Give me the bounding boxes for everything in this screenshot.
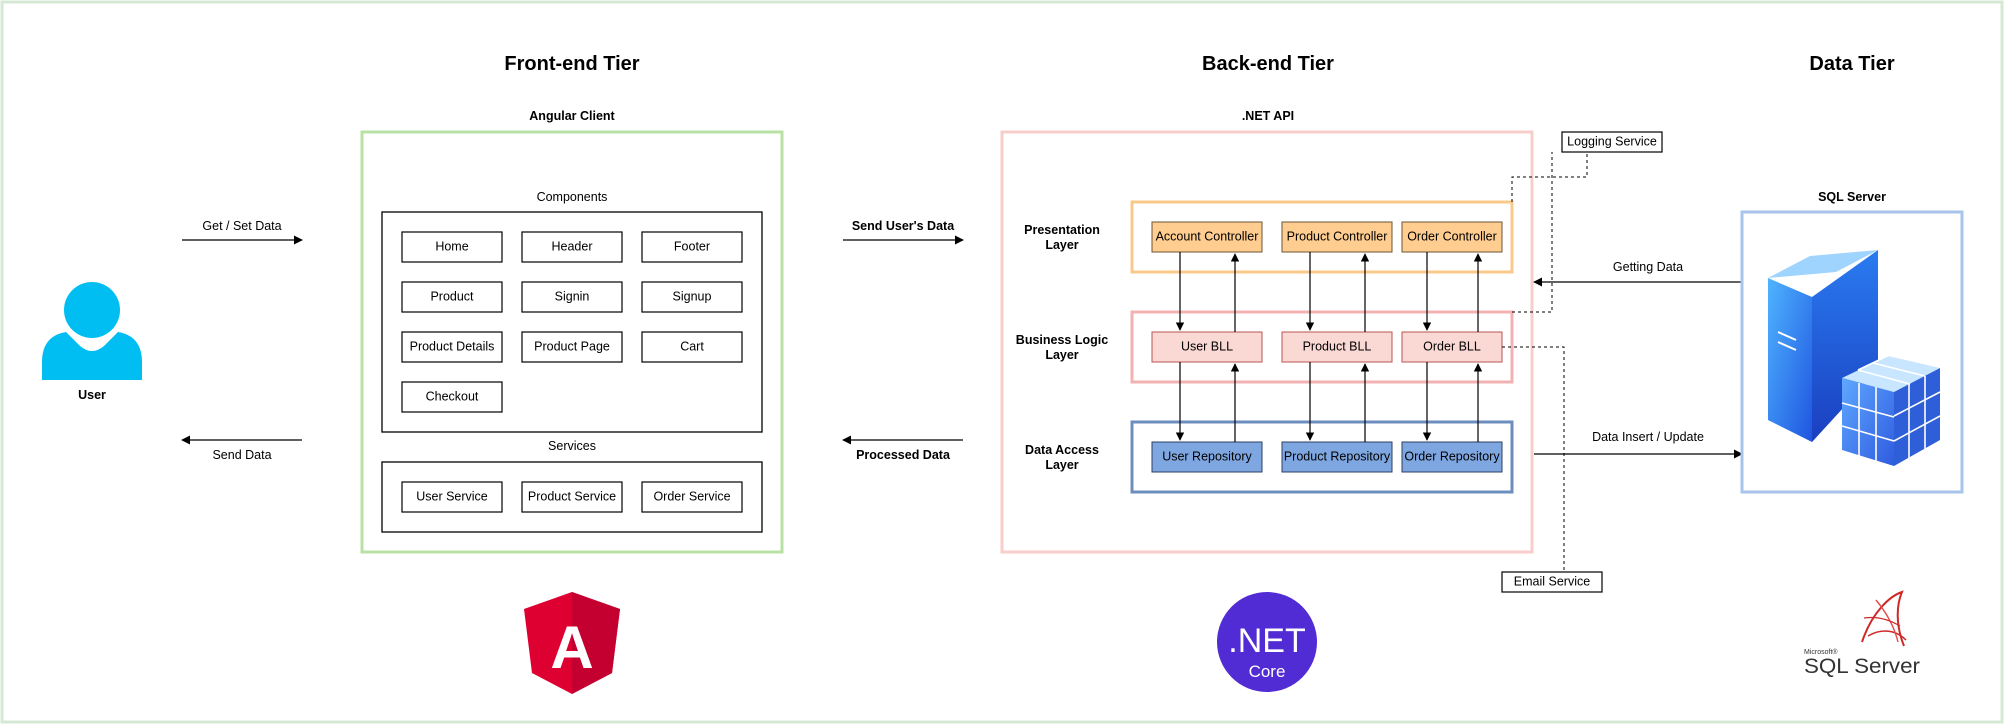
component-signin[interactable]: Signin [521,281,623,313]
presentation-layer-box [1130,200,1514,274]
user-bll[interactable]: User BLL [1151,331,1263,363]
product-repository[interactable]: Product Repository [1281,441,1393,473]
logging-connector [1511,152,1588,313]
components-box [381,211,763,433]
database-server-icon [1768,250,1941,466]
svg-text:Order Service: Order Service [653,489,730,503]
data-tier-title: Data Tier [1809,53,1894,75]
sql-server-logo: Microsoft® SQL Server [1804,590,1920,678]
svg-text:.NET: .NET [1228,622,1305,660]
business-layer-box [1130,310,1514,384]
get-set-data-label: Get / Set Data [202,219,281,233]
svg-text:Signin: Signin [555,289,590,303]
service-user[interactable]: User Service [401,481,503,513]
svg-text:User Repository: User Repository [1162,449,1252,463]
svg-text:Footer: Footer [674,239,710,253]
svg-text:SQL Server: SQL Server [1804,655,1920,678]
svg-text:A: A [550,614,593,681]
sql-server-box [1740,210,1964,494]
service-product[interactable]: Product Service [521,481,623,513]
component-cart[interactable]: Cart [641,331,743,363]
user-icon [42,282,142,380]
sql-server-title: SQL Server [1818,190,1886,204]
svg-text:Microsoft®: Microsoft® [1804,648,1838,656]
svg-text:Checkout: Checkout [426,389,479,403]
svg-text:Product BLL: Product BLL [1303,339,1372,353]
svg-text:Product Page: Product Page [534,339,610,353]
svg-text:Home: Home [435,239,468,253]
component-home[interactable]: Home [401,231,503,263]
svg-text:Signup: Signup [673,289,712,303]
component-signup[interactable]: Signup [641,281,743,313]
order-bll[interactable]: Order BLL [1401,331,1503,363]
backend-tier-title: Back-end Tier [1202,53,1334,75]
services-title: Services [548,439,596,453]
order-repository[interactable]: Order Repository [1401,441,1503,473]
svg-text:Order BLL: Order BLL [1423,339,1481,353]
processed-data-label: Processed Data [856,448,951,462]
email-service[interactable]: Email Service [1501,571,1603,593]
svg-text:User BLL: User BLL [1181,339,1233,353]
svg-text:Order Controller: Order Controller [1407,229,1497,243]
net-core-logo: .NET Core [1217,592,1317,692]
svg-text:Cart: Cart [680,339,704,353]
svg-text:Header: Header [552,239,593,253]
net-api-title: .NET API [1242,109,1294,123]
getting-data-label: Getting Data [1613,260,1683,274]
svg-text:User Service: User Service [416,489,488,503]
svg-text:Core: Core [1249,662,1286,681]
svg-text:Email Service: Email Service [1514,574,1590,588]
service-order[interactable]: Order Service [641,481,743,513]
product-controller[interactable]: Product Controller [1281,221,1393,253]
components-title: Components [537,190,608,204]
component-footer[interactable]: Footer [641,231,743,263]
component-product-details[interactable]: Product Details [401,331,503,363]
frontend-tier-title: Front-end Tier [504,53,639,75]
order-controller[interactable]: Order Controller [1401,221,1503,253]
layer-arrows [1175,252,1483,442]
email-connector [1502,346,1565,572]
logging-service[interactable]: Logging Service [1561,131,1663,153]
svg-text:Product Details: Product Details [410,339,495,353]
angular-logo: A [524,592,620,694]
svg-text:Product: Product [430,289,474,303]
svg-text:Product Repository: Product Repository [1284,449,1391,463]
svg-text:Order Repository: Order Repository [1404,449,1500,463]
user-repository[interactable]: User Repository [1151,441,1263,473]
data-insert-update-label: Data Insert / Update [1592,430,1704,444]
angular-client-title: Angular Client [529,109,615,123]
svg-text:Product Controller: Product Controller [1287,229,1388,243]
component-checkout[interactable]: Checkout [401,381,503,413]
component-product-page[interactable]: Product Page [521,331,623,363]
svg-text:Product Service: Product Service [528,489,616,503]
services-box [381,461,763,533]
component-header[interactable]: Header [521,231,623,263]
component-product[interactable]: Product [401,281,503,313]
net-api-box [1000,130,1534,554]
send-data-label: Send Data [212,448,271,462]
send-users-data-label: Send User's Data [852,219,955,233]
svg-text:Logging Service: Logging Service [1567,134,1657,148]
svg-text:Account Controller: Account Controller [1156,229,1259,243]
user-label: User [78,388,106,402]
angular-client-box [360,130,784,554]
account-controller[interactable]: Account Controller [1151,221,1263,253]
product-bll[interactable]: Product BLL [1281,331,1393,363]
data-access-layer-box [1130,420,1514,494]
